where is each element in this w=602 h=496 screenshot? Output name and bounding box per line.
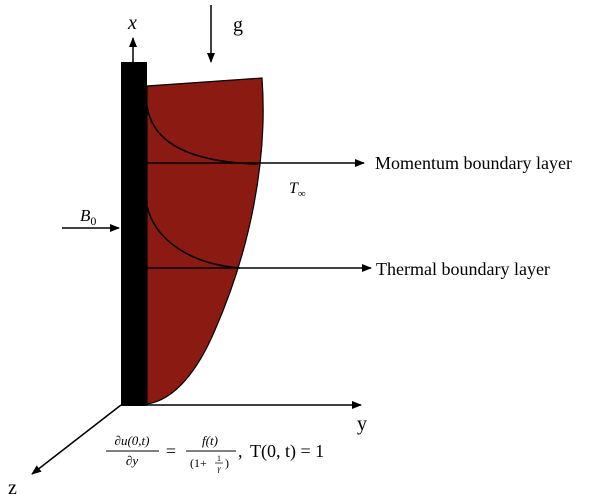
rhs-small-numerator: 1 [217,454,221,463]
lhs-numerator: ∂u(0,t) [115,433,150,448]
gravity-label: g [233,14,243,36]
boundary-layer-region [146,77,264,405]
boundary-condition-equation: ∂u(0,t) ∂y = f(t) (1+ 1 γ ) , T(0, t) = … [106,433,324,473]
vertical-wall [121,62,147,406]
magnetic-field-label: B0 [80,206,96,228]
momentum-boundary-layer-label: Momentum boundary layer [375,153,572,173]
z-axis-label: z [8,477,17,496]
lhs-denominator: ∂y [126,453,138,468]
rhs-denominator-open: (1+ [190,456,207,470]
z-axis-arrow [31,404,122,475]
x-axis-label: x [127,12,137,34]
rhs-small-denominator: γ [217,464,221,473]
equation-comma: , [238,441,243,461]
equals-sign-1: = [166,441,176,461]
second-condition: T(0, t) = 1 [250,441,324,462]
rhs-numerator: f(t) [202,433,218,448]
ambient-temperature-label: T∞ [289,180,306,200]
rhs-denominator-close: ) [225,456,229,470]
thermal-profile-curve [146,205,241,269]
thermal-boundary-layer-label: Thermal boundary layer [376,259,550,279]
y-axis-label: y [357,413,367,435]
